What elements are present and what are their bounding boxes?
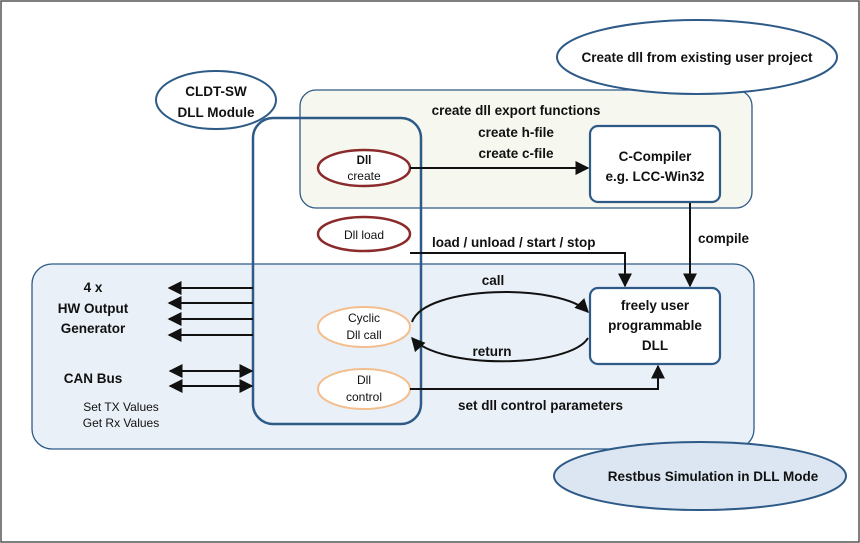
return-arrow — [411, 336, 589, 363]
return-label: return — [472, 344, 511, 359]
user-dll-box — [588, 286, 722, 366]
compiler-line1: C-Compiler — [619, 149, 693, 164]
dll-load-label: Dll load — [344, 228, 384, 242]
restbus-label: Restbus Simulation in DLL Mode — [608, 469, 819, 484]
dll-module-box — [251, 116, 423, 426]
create-dll-project-label: Create dll from existing user project — [581, 50, 813, 65]
set-control-params-arrow — [410, 364, 665, 390]
can-bus-label: CAN Bus — [64, 371, 123, 386]
call-arrow — [411, 291, 589, 323]
user-dll-line3: DLL — [642, 338, 668, 353]
user-dll-line2: programmable — [608, 318, 702, 333]
dll-control-line2: control — [346, 390, 382, 404]
hw-output-line2: HW Output — [58, 301, 129, 316]
export-functions-line2: create h-file — [478, 125, 554, 140]
cldt-label-line2: DLL Module — [178, 105, 255, 120]
user-dll-line1: freely user — [621, 298, 690, 313]
restbus-label-ellipse — [553, 441, 847, 511]
export-functions-line3: create c-file — [478, 146, 554, 161]
call-label: call — [482, 273, 505, 288]
dll-create-line1: Dll — [357, 155, 372, 167]
compiler-line2: e.g. LCC-Win32 — [606, 169, 705, 184]
set-control-params-label: set dll control parameters — [458, 398, 623, 413]
dll-load-ellipse — [316, 215, 412, 253]
compile-label: compile — [698, 231, 750, 246]
hw-output-line3: Generator — [61, 321, 126, 336]
dll-control-line1: Dll — [357, 373, 371, 387]
restbus-region — [31, 263, 755, 450]
export-functions-line1: create dll export functions — [432, 103, 601, 118]
cyclic-line1: Cyclic — [348, 311, 380, 325]
get-rx-label: Get Rx Values — [83, 416, 159, 430]
hw-output-line1: 4 x — [84, 280, 103, 295]
cldt-label-line1: CLDT-SW — [185, 84, 247, 99]
set-tx-label: Set TX Values — [83, 400, 159, 414]
load-unload-label: load / unload / start / stop — [432, 235, 596, 250]
dll-create-line2: create — [347, 169, 381, 183]
compiler-box — [588, 124, 722, 204]
cyclic-dll-call-ellipse — [317, 306, 411, 348]
cldt-module-ellipse — [155, 70, 277, 130]
load-unload-arrow — [410, 252, 632, 288]
create-dll-project-ellipse — [556, 19, 838, 95]
cyclic-line2: Dll call — [346, 328, 381, 342]
